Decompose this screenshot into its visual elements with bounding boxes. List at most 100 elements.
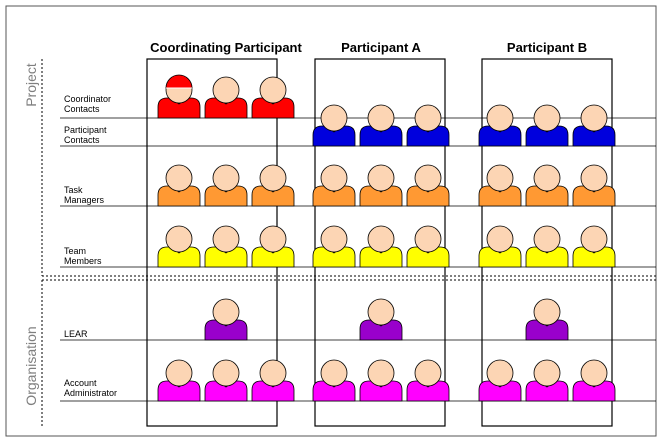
person-head [533,104,561,132]
person-icon-lear [359,298,403,341]
person-icon-task-managers [359,164,403,207]
person-head [212,359,240,387]
person-icon-lear [525,298,569,341]
cap-icon [165,74,193,89]
person-icon-participant-contacts [525,104,569,147]
person-head [414,104,442,132]
person-head [165,359,193,387]
person-icon-participant-contacts [359,104,403,147]
person-body [406,246,450,268]
person-head [533,164,561,192]
person-body [572,185,616,207]
person-body [204,319,248,341]
person-body [251,246,295,268]
person-icon-task-managers [572,164,616,207]
person-body [478,125,522,147]
column-title-participant-b: Participant B [507,40,587,55]
person-head [320,359,348,387]
person-body [525,246,569,268]
person-body [478,246,522,268]
person-icon-participant-contacts [478,104,522,147]
person-icon-team-members [157,225,201,268]
person-icon-participant-contacts [312,104,356,147]
person-head [320,164,348,192]
person-icon-team-members [312,225,356,268]
person-body [312,380,356,402]
person-body [157,380,201,402]
person-body [251,185,295,207]
column-title-participant-a: Participant A [341,40,421,55]
person-icon-account-administrator [572,359,616,402]
person-body [525,319,569,341]
person-head [259,164,287,192]
person-body [359,319,403,341]
person-head [580,359,608,387]
section-label-project: Project [23,63,39,107]
person-head [580,164,608,192]
person-icon-team-members [525,225,569,268]
person-head [367,164,395,192]
person-icon-account-administrator [478,359,522,402]
person-icon-task-managers [406,164,450,207]
people-layer [157,74,616,402]
person-icon-task-managers [525,164,569,207]
person-body [157,185,201,207]
column-box-participant-a [314,58,446,427]
person-body [478,185,522,207]
person-icon-task-managers [204,164,248,207]
person-body [251,380,295,402]
person-body [251,97,295,119]
person-body [406,380,450,402]
person-head [486,359,514,387]
person-body [312,125,356,147]
person-body [525,125,569,147]
person-icon-account-administrator [157,359,201,402]
person-head [486,225,514,253]
person-body [359,380,403,402]
person-body [359,185,403,207]
person-head [367,359,395,387]
outer-frame [5,5,657,437]
person-body [204,185,248,207]
person-head [212,225,240,253]
person-body [572,246,616,268]
person-body [359,125,403,147]
person-icon-team-members [359,225,403,268]
person-head [212,164,240,192]
row-label-lear: LEAR [64,329,88,339]
person-body [204,246,248,268]
person-icon-participant-contacts [406,104,450,147]
person-head [212,76,240,104]
person-head [486,104,514,132]
person-head [259,359,287,387]
person-icon-account-administrator [312,359,356,402]
person-icon-team-members [406,225,450,268]
person-head [367,298,395,326]
person-head [580,225,608,253]
person-body [406,185,450,207]
person-icon-task-managers [478,164,522,207]
person-icon-coordinator-contacts [204,76,248,119]
column-title-coordinating: Coordinating Participant [150,40,302,55]
person-head [533,225,561,253]
person-head [320,104,348,132]
person-icon-team-members [478,225,522,268]
person-head [165,164,193,192]
person-icon-coordinator-contacts [251,76,295,119]
person-head [259,225,287,253]
person-head [533,298,561,326]
person-head [580,104,608,132]
person-icon-account-administrator [204,359,248,402]
person-head [165,225,193,253]
column-box-participant-b [481,58,613,427]
person-icon-team-members [572,225,616,268]
person-icon-account-administrator [251,359,295,402]
person-body [204,97,248,119]
person-icon-task-managers [157,164,201,207]
